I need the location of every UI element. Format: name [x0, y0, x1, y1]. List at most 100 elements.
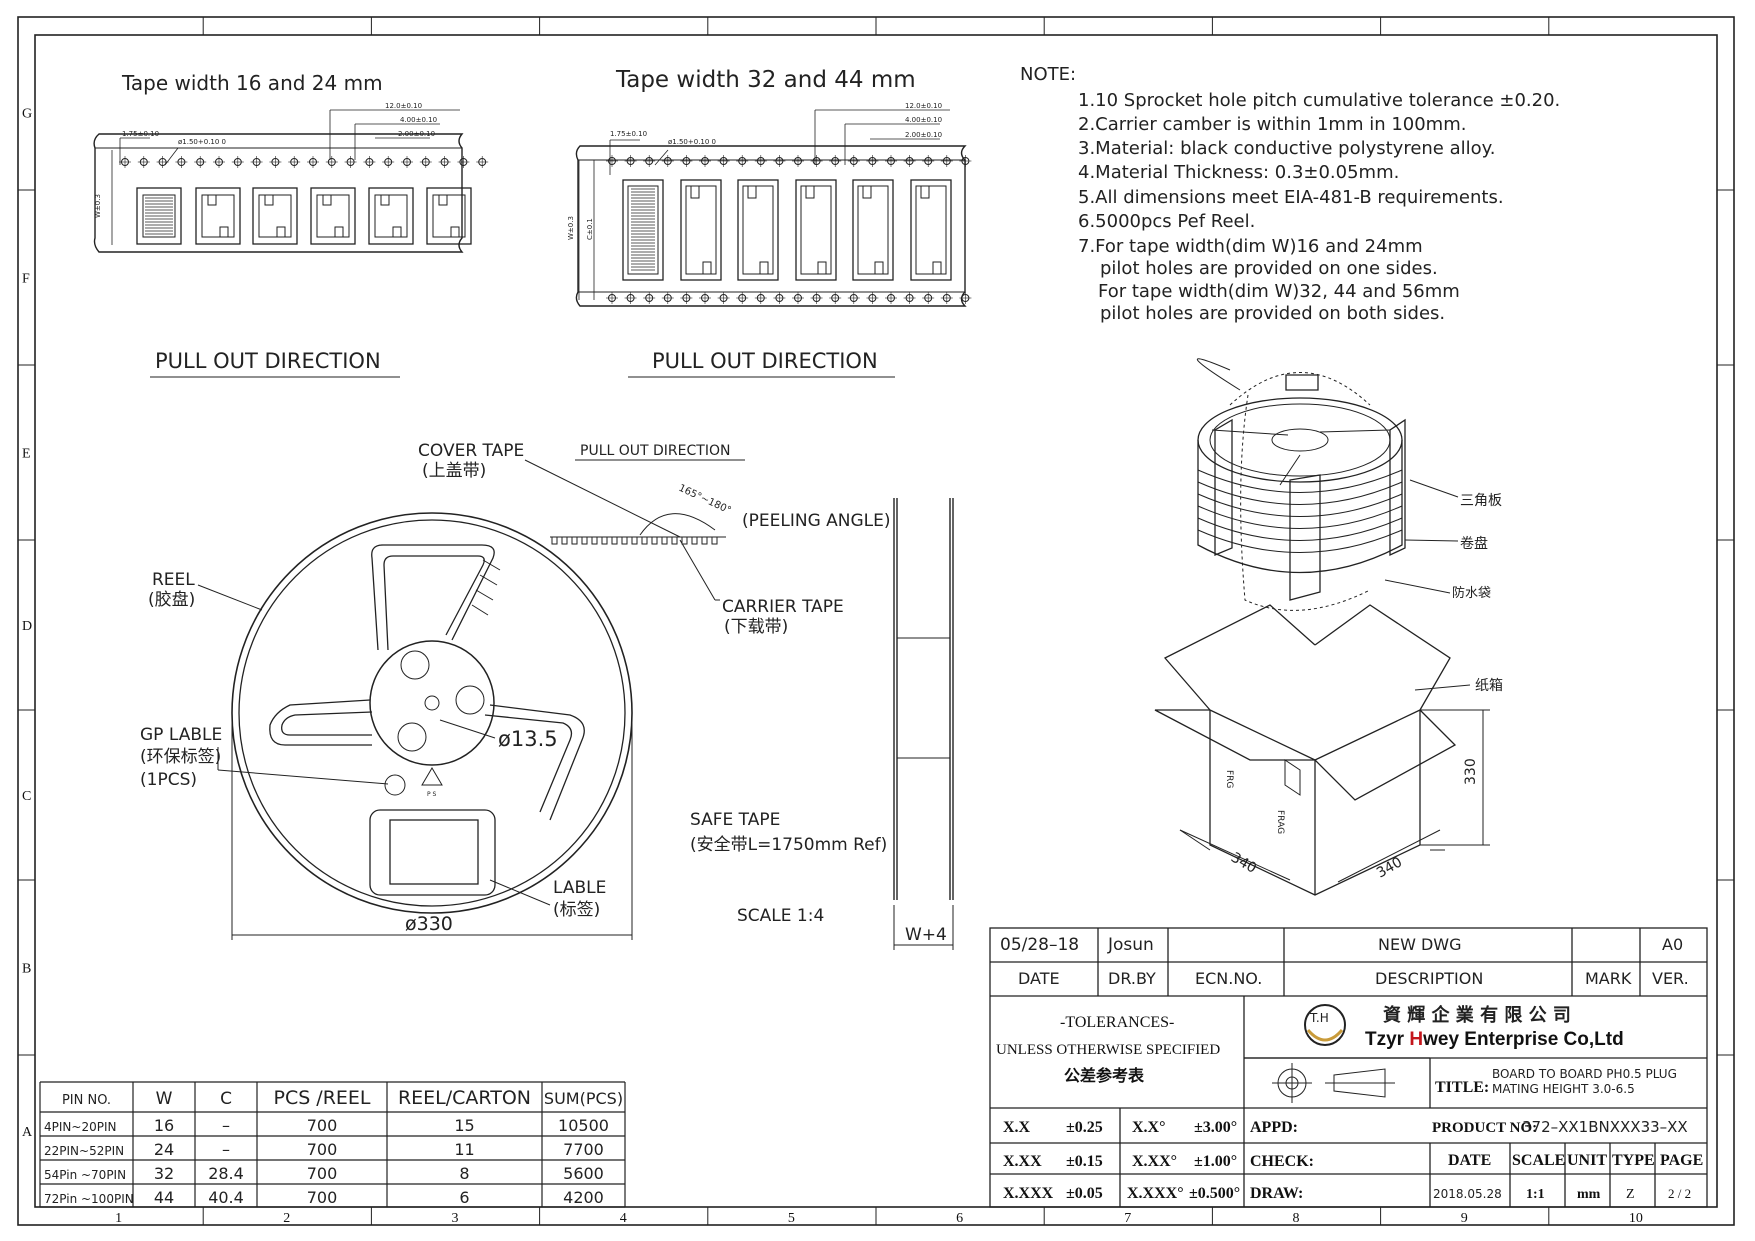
- ps-mark: P S: [427, 791, 437, 798]
- tol-xxx-ang: X.XX°: [1132, 1153, 1177, 1170]
- v-date: 2018.05.28: [1433, 1187, 1502, 1201]
- pin-table-cell: 4200: [563, 1188, 604, 1207]
- pin-table-cell: 28.4: [208, 1164, 244, 1183]
- h-drby: DR.BY: [1108, 969, 1156, 988]
- tol-xx-v: ±0.25: [1066, 1119, 1103, 1136]
- note-line: pilot holes are provided on both sides.: [1100, 303, 1445, 324]
- gp-label-cn: (环保标签): [140, 747, 221, 767]
- col-marker: 10: [1629, 1211, 1643, 1226]
- reel-label-cn: (胶盘): [148, 590, 195, 610]
- hub-dia: ø13.5: [498, 727, 558, 751]
- pin-table-header: REEL/CARTON: [398, 1087, 531, 1109]
- tolerance-sub: UNLESS OTHERWISE SPECIFIED: [996, 1042, 1220, 1058]
- carton-print: FRG: [1224, 770, 1234, 788]
- carton-box: FRG FRAG 纸箱 330 340 340: [1154, 604, 1503, 896]
- appd: APPD:: [1250, 1119, 1298, 1136]
- dim-w: W±0.3: [94, 194, 102, 218]
- reel-dia: ø330: [405, 913, 453, 935]
- peeling-detail: COVER TAPE (上盖带) PULL OUT DIRECTION 165°…: [418, 441, 891, 637]
- pin-table-cell: 7700: [563, 1140, 604, 1159]
- draw: DRAW:: [1250, 1185, 1303, 1202]
- note-line: 2.Carrier camber is within 1mm in 100mm.: [1078, 114, 1466, 135]
- carrier-tape: CARRIER TAPE: [722, 597, 844, 617]
- pin-table-cell: 700: [307, 1164, 338, 1183]
- h-ecn: ECN.NO.: [1195, 969, 1262, 988]
- lable-label-cn: (标签): [553, 900, 600, 920]
- logo-th: T.H: [1309, 1011, 1329, 1025]
- row-marker: F: [22, 272, 30, 287]
- carton-depth-1: 340: [1228, 850, 1259, 877]
- pin-table-cell: 10500: [558, 1116, 609, 1135]
- safe-tape: SAFE TAPE: [690, 810, 780, 830]
- dim-hole: ø1.50+0.10 0: [668, 138, 716, 146]
- reel-side-view: W+4 SAFE TAPE (安全带L=1750mm Ref) SCALE 1:…: [690, 498, 954, 950]
- dim-2: 2.00±0.10: [398, 130, 435, 138]
- note-line: 4.Material Thickness: 0.3±0.05mm.: [1078, 162, 1399, 183]
- h2-type: TYPE: [1612, 1152, 1655, 1169]
- tol-xx: X.X: [1003, 1119, 1031, 1136]
- row-marker: A: [22, 1125, 33, 1140]
- tape32-title: Tape width 32 and 44 mm: [615, 67, 916, 93]
- h-mark: MARK: [1585, 969, 1632, 988]
- tape16-pull-direction: PULL OUT DIRECTION: [155, 349, 381, 373]
- pin-table-cell: 700: [307, 1140, 338, 1159]
- pin-table-cell: 44: [154, 1188, 174, 1207]
- note-line: 1.10 Sprocket hole pitch cumulative tole…: [1078, 90, 1560, 111]
- cover-tape-cn: (上盖带): [422, 461, 486, 481]
- pin-table-header: W: [156, 1089, 173, 1109]
- reel-label: REEL: [152, 570, 195, 590]
- sprocket-holes-top: [606, 155, 972, 167]
- pin-table-cell: 700: [307, 1116, 338, 1135]
- pin-table-cell: –: [222, 1140, 230, 1159]
- dim-w: W±0.3: [567, 216, 575, 240]
- dim-12: 12.0±0.10: [905, 102, 942, 110]
- notes-heading: NOTE:: [1020, 64, 1076, 85]
- pin-table-cell: 54Pin ~70PIN: [44, 1168, 126, 1182]
- note-line: pilot holes are provided on one sides.: [1100, 258, 1438, 279]
- row-marker: D: [22, 619, 32, 634]
- tol-xxx-ang-v: ±1.00°: [1194, 1153, 1237, 1170]
- carton-height: 330: [1463, 758, 1479, 785]
- notes-block: NOTE: 1.10 Sprocket hole pitch cumulativ…: [1020, 64, 1560, 324]
- dim-4: 4.00±0.10: [905, 116, 942, 124]
- v-type: Z: [1626, 1187, 1635, 1202]
- carton-depth-2: 340: [1374, 854, 1405, 881]
- pin-table-header: PCS /REEL: [273, 1087, 370, 1109]
- peeling-angle: (PEELING ANGLE): [742, 511, 891, 531]
- row-marker: E: [22, 447, 31, 462]
- peeling-angle-value: 165°~180°: [677, 483, 733, 517]
- row-marker: C: [22, 789, 31, 804]
- tol-xxx-v: ±0.15: [1066, 1153, 1103, 1170]
- tolerance-heading: -TOLERANCES-: [1060, 1014, 1174, 1031]
- pin-table-cell: 8: [459, 1164, 469, 1183]
- col-marker: 2: [283, 1211, 290, 1226]
- rev-date: 05/28–18: [1000, 935, 1079, 955]
- pull-out-small: PULL OUT DIRECTION: [580, 443, 730, 459]
- note-line: 5.All dimensions meet EIA-481-B requirem…: [1078, 187, 1504, 208]
- tol-xx-ang-v: ±3.00°: [1194, 1119, 1237, 1136]
- tol-xx-ang: X.X°: [1132, 1119, 1166, 1136]
- h-ver: VER.: [1652, 969, 1689, 988]
- tol-xxxx: X.XXX: [1003, 1185, 1054, 1202]
- scale-note: SCALE 1:4: [737, 906, 824, 926]
- pin-table-cell: 5600: [563, 1164, 604, 1183]
- note-line: 7.For tape width(dim W)16 and 24mm: [1078, 236, 1423, 257]
- pin-table-cell: 72Pin ~100PIN: [44, 1192, 134, 1206]
- dim-hole: ø1.50+0.10 0: [178, 138, 226, 146]
- row-marker: B: [22, 962, 31, 977]
- tol-xxxx-ang-v: ±0.500°: [1189, 1185, 1240, 1202]
- pin-table-cell: 15: [454, 1116, 474, 1135]
- pin-table-cell: 40.4: [208, 1188, 244, 1207]
- tape-pockets: [136, 187, 472, 245]
- dim-175: 1.75±0.10: [122, 130, 159, 138]
- gp-qty: (1PCS): [140, 770, 197, 790]
- note-line: 6.5000pcs Pef Reel.: [1078, 211, 1255, 232]
- pin-table-cell: 24: [154, 1140, 174, 1159]
- reel-pack: 卷盘: [1460, 535, 1488, 552]
- note-line: 3.Material: black conductive polystyrene…: [1078, 138, 1495, 159]
- col-marker: 5: [788, 1211, 795, 1226]
- v-page: 2 / 2: [1668, 1186, 1691, 1201]
- tol-xxxx-v: ±0.05: [1066, 1185, 1103, 1202]
